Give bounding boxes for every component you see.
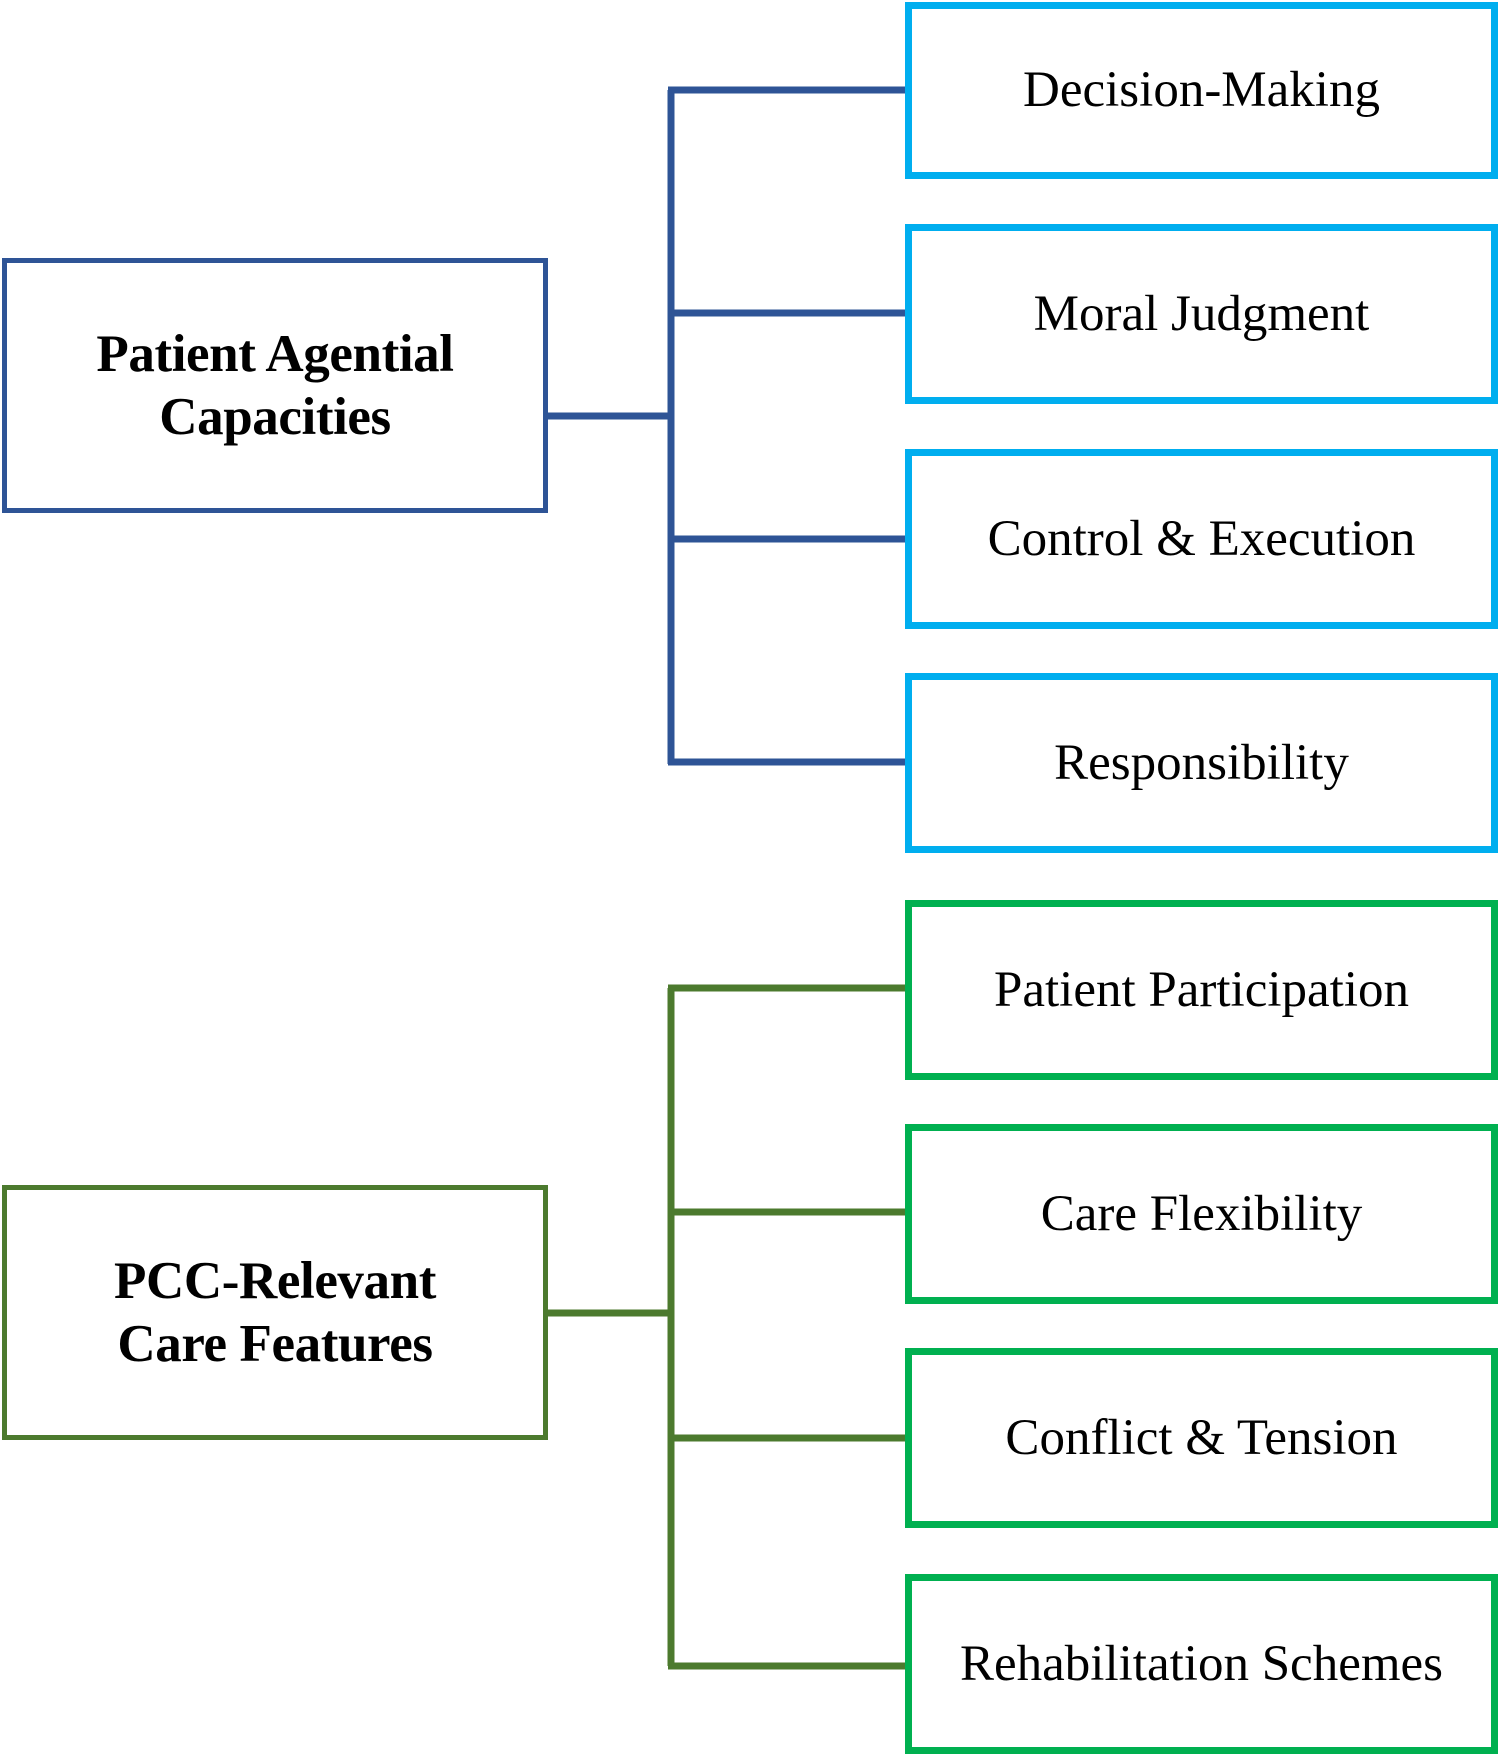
root-node-label: PCC-Relevant Care Features	[104, 1250, 446, 1375]
leaf-node-label: Care Flexibility	[1040, 1185, 1363, 1242]
leaf-node-label: Conflict & Tension	[1005, 1409, 1398, 1466]
leaf-node-moral-judgment[interactable]: Moral Judgment	[905, 224, 1498, 404]
leaf-node-care-flexibility[interactable]: Care Flexibility	[905, 1124, 1498, 1304]
leaf-node-control-and-execution[interactable]: Control & Execution	[905, 449, 1498, 629]
leaf-node-label: Patient Participation	[994, 961, 1409, 1018]
root-node-patient-agential-capacities[interactable]: Patient Agential Capacities	[2, 258, 548, 513]
leaf-node-label: Responsibility	[1054, 734, 1349, 791]
root-node-pcc-relevant-care-features[interactable]: PCC-Relevant Care Features	[2, 1185, 548, 1440]
leaf-node-rehabilitation-schemes[interactable]: Rehabilitation Schemes	[905, 1574, 1498, 1754]
green-connector-group	[548, 984, 908, 1670]
leaf-node-label: Rehabilitation Schemes	[960, 1635, 1443, 1692]
leaf-node-conflict-and-tension[interactable]: Conflict & Tension	[905, 1348, 1498, 1528]
root-label-line-2: Capacities	[159, 387, 391, 446]
leaf-node-responsibility[interactable]: Responsibility	[905, 673, 1498, 853]
root-label-line-1: Patient Agential	[96, 324, 454, 383]
leaf-node-label: Decision-Making	[1023, 62, 1380, 119]
blue-connector-group	[548, 86, 908, 766]
leaf-node-patient-participation[interactable]: Patient Participation	[905, 900, 1498, 1080]
root-node-label: Patient Agential Capacities	[86, 323, 463, 448]
root-label-line-2: Care Features	[117, 1314, 433, 1373]
leaf-node-label: Control & Execution	[987, 510, 1416, 567]
leaf-node-decision-making[interactable]: Decision-Making	[905, 2, 1498, 179]
root-label-line-1: PCC-Relevant	[114, 1251, 436, 1310]
leaf-node-label: Moral Judgment	[1033, 285, 1370, 342]
